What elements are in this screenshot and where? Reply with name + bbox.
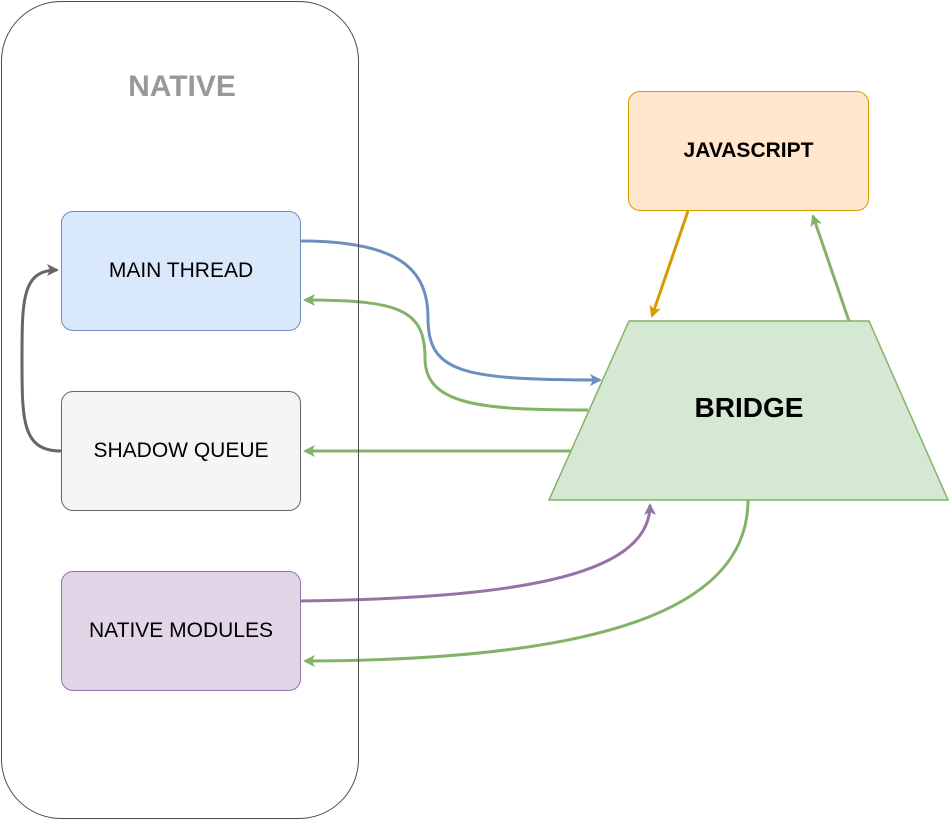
edge-shadow-queue-to-main-thread [20,264,62,453]
native-modules-label: NATIVE MODULES [89,619,273,642]
bridge-label: BRIDGE [694,392,804,423]
native-container-title: NATIVE [128,70,236,103]
edge-bridge-to-javascript [810,214,851,322]
main-thread-label: MAIN THREAD [108,259,254,282]
bridge-shape [547,320,950,501]
shadow-queue-label: SHADOW QUEUE [93,439,269,462]
javascript-label: JAVASCRIPT [683,139,814,162]
shadow-queue-node: SHADOW QUEUE [61,391,301,511]
native-container [1,1,359,819]
native-modules-node: NATIVE MODULES [61,571,301,691]
main-thread-node: MAIN THREAD [61,211,301,331]
edge-main-thread-to-bridge [300,239,602,386]
edge-bridge-to-native-modules [303,499,750,667]
edge-native-modules-to-bridge [300,503,656,603]
edge-bridge-to-main-thread [303,294,589,412]
edge-javascript-to-bridge [649,210,690,318]
javascript-node: JAVASCRIPT [628,91,869,211]
